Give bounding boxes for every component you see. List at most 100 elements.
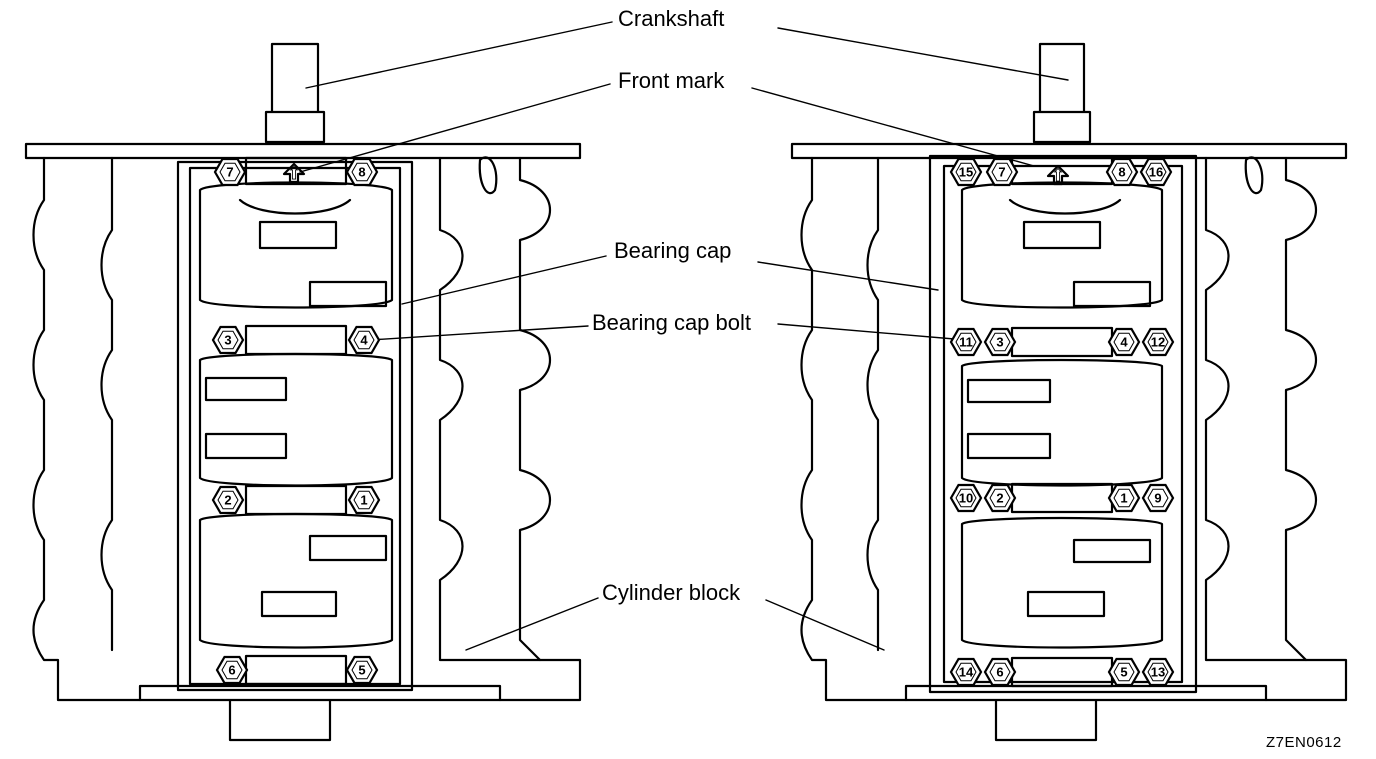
figure-id: Z7EN0612 — [1266, 734, 1342, 751]
right-bolt-hex-7 — [985, 157, 1019, 187]
left-block-oil-hole — [478, 156, 498, 195]
left-bolt-inner-1 — [353, 490, 375, 510]
left-block-far-right — [518, 156, 552, 662]
right-bolt-inner-5 — [1113, 662, 1135, 682]
left-bolt-number-2: 2 — [224, 493, 231, 508]
right-block-inner-left — [866, 156, 880, 652]
left-bearing-cap-inner — [188, 166, 402, 686]
right-bolt-number-15: 15 — [959, 165, 973, 180]
leader-cylinderblock-left — [465, 597, 599, 651]
right-block-far-right — [1284, 156, 1318, 662]
right-bolt-inner-4 — [1113, 332, 1135, 352]
left-counterweight-1 — [238, 198, 352, 215]
left-bolt-hex-3 — [211, 325, 245, 355]
right-bolt-inner-12 — [1147, 332, 1169, 352]
right-crank-web-2 — [960, 358, 1164, 487]
leader-cylinderblock-right — [765, 599, 885, 651]
left-crank-web-2 — [198, 352, 394, 487]
right-bolt-hex-15 — [949, 157, 983, 187]
right-bolt-number-5: 5 — [1120, 665, 1127, 680]
right-bolt-hex-2 — [983, 483, 1017, 513]
right-bolt-hex-4 — [1107, 327, 1141, 357]
right-block-oil-hole — [1244, 156, 1264, 195]
right-bolt-number-6: 6 — [996, 665, 1003, 680]
left-block-left-wall — [32, 156, 142, 702]
leader-crankshaft-left — [305, 21, 613, 89]
leader-bearingcap-right — [757, 261, 939, 291]
right-bolt-number-4: 4 — [1120, 335, 1128, 350]
right-bolt-number-11: 11 — [959, 335, 973, 350]
left-bolt-number-1: 1 — [360, 493, 367, 508]
left-bolt-hex-8 — [345, 157, 379, 187]
left-journal-cap-4 — [244, 654, 348, 686]
left-block-inner-left — [100, 156, 114, 652]
left-bolt-inner-8 — [351, 162, 373, 182]
right-front-mark-icon: ⇧ — [1050, 166, 1065, 187]
right-bolt-inner-2 — [989, 488, 1011, 508]
right-bolt-inner-6 — [989, 662, 1011, 682]
right-bolt-hex-9 — [1141, 483, 1175, 513]
right-bolt-inner-7 — [991, 162, 1013, 182]
right-bolt-hex-1 — [1107, 483, 1141, 513]
right-bolt-inner-11 — [955, 332, 977, 352]
left-bolt-number-4: 4 — [360, 333, 368, 348]
right-block-left-wall — [800, 156, 908, 702]
right-bolt-inner-14 — [955, 662, 977, 682]
right-block-right-wall — [1204, 156, 1348, 702]
front-mark-label: Front mark — [618, 68, 725, 93]
right-bolt-number-13: 13 — [1151, 665, 1165, 680]
right-bolt-hex-11 — [949, 327, 983, 357]
right-bolt-inner-3 — [989, 332, 1011, 352]
right-bearing-cap-inner — [942, 164, 1184, 684]
left-bolt-hex-5 — [345, 655, 379, 685]
bearing-cap-bolt-label: Bearing cap bolt — [592, 310, 751, 335]
leader-bearingcap-left — [401, 255, 607, 305]
right-bolt-number-2: 2 — [996, 491, 1003, 506]
left-journal-cap-2 — [244, 324, 348, 356]
bearing-cap-label: Bearing cap — [614, 238, 732, 263]
right-crank-web-3 — [960, 516, 1164, 649]
left-bolt-inner-7 — [219, 162, 241, 182]
right-bolt-hex-16 — [1139, 157, 1173, 187]
right-bolt-hex-13 — [1141, 657, 1175, 687]
right-bolt-inner-8 — [1111, 162, 1133, 182]
right-front-mark-arrow-shape — [1046, 164, 1070, 186]
right-crank-pin-3 — [1026, 538, 1152, 618]
right-bolt-number-8: 8 — [1118, 165, 1125, 180]
right-bolt-number-12: 12 — [1151, 335, 1165, 350]
leader-crankshaft-right — [777, 27, 1069, 81]
right-bolt-inner-10 — [955, 488, 977, 508]
left-crank-pin-3 — [260, 534, 388, 618]
left-bolt-number-6: 6 — [228, 663, 235, 678]
cylinder-block-label: Cylinder block — [602, 580, 741, 605]
right-bolt-hex-5 — [1107, 657, 1141, 687]
left-bolt-hex-2 — [211, 485, 245, 515]
right-journal-cap-3 — [1010, 482, 1114, 514]
left-front-mark-arrow-shape — [282, 162, 306, 184]
left-crank-pin-2 — [204, 376, 288, 460]
right-bolt-number-7: 7 — [998, 165, 1005, 180]
right-bolt-hex-6 — [983, 657, 1017, 687]
right-journal-cap-2 — [1010, 326, 1114, 358]
left-bolt-hex-4 — [347, 325, 381, 355]
leader-bearingcapbolt-right — [777, 323, 967, 341]
right-bolt-hex-12 — [1141, 327, 1175, 357]
right-counterweight-1 — [1008, 198, 1122, 215]
right-crank-pin-2 — [966, 378, 1052, 460]
left-crank-web-3 — [198, 512, 394, 649]
left-bolt-inner-6 — [221, 660, 243, 680]
left-crank-web-1 — [198, 181, 394, 309]
left-crankshaft-nose — [264, 42, 326, 144]
right-bolt-inner-15 — [955, 162, 977, 182]
right-bearing-cap-frame — [928, 154, 1198, 694]
left-block-top-flange — [24, 142, 582, 160]
left-bolt-inner-5 — [351, 660, 373, 680]
left-bolt-inner-3 — [217, 330, 239, 350]
right-bolt-inner-9 — [1147, 488, 1169, 508]
leader-bearingcapbolt-left — [369, 325, 589, 341]
right-bolt-hex-14 — [949, 657, 983, 687]
left-bolt-hex-7 — [213, 157, 247, 187]
